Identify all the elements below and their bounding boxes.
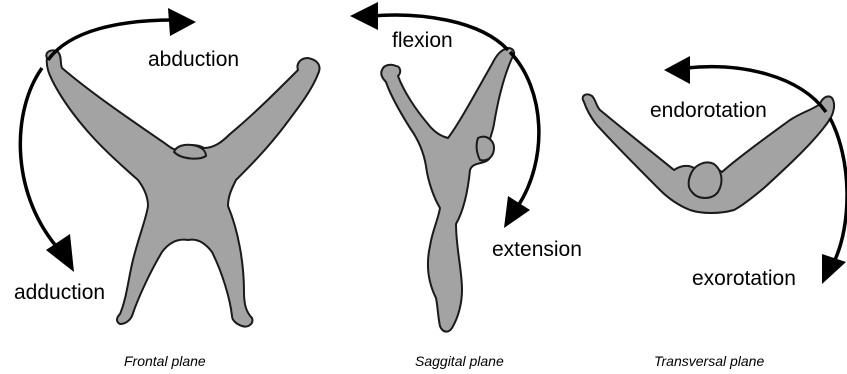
extension-arrow bbox=[510, 52, 539, 206]
endorotation-arrowhead bbox=[664, 56, 690, 84]
adduction-label: adduction bbox=[14, 281, 105, 304]
adduction-arrow bbox=[20, 68, 56, 246]
exorotation-label: exorotation bbox=[692, 267, 796, 290]
saggital-plane-caption: Saggital plane bbox=[415, 353, 504, 369]
saggital-ape-silhouette bbox=[381, 48, 514, 332]
frontal-plane-caption: Frontal plane bbox=[124, 353, 206, 369]
flexion-arrowhead bbox=[350, 2, 378, 30]
exorotation-arrowhead bbox=[822, 254, 846, 284]
abduction-label: abduction bbox=[148, 48, 239, 71]
transversal-plane-caption: Transversal plane bbox=[654, 353, 764, 369]
saggital-plane-panel: flexion extension Saggital plane bbox=[350, 2, 582, 369]
extension-arrowhead bbox=[504, 196, 530, 228]
saggital-ape-head bbox=[477, 137, 494, 161]
endorotation-label: endorotation bbox=[650, 99, 767, 122]
frontal-plane-panel: abduction adduction Frontal plane bbox=[14, 8, 320, 369]
exorotation-arrow bbox=[830, 118, 847, 262]
transversal-ape-head bbox=[689, 163, 722, 199]
flexion-label: flexion bbox=[392, 29, 453, 52]
transversal-plane-panel: endorotation exorotation Transversal pla… bbox=[583, 56, 847, 369]
extension-label: extension bbox=[492, 238, 582, 261]
abduction-arrowhead bbox=[168, 8, 196, 36]
